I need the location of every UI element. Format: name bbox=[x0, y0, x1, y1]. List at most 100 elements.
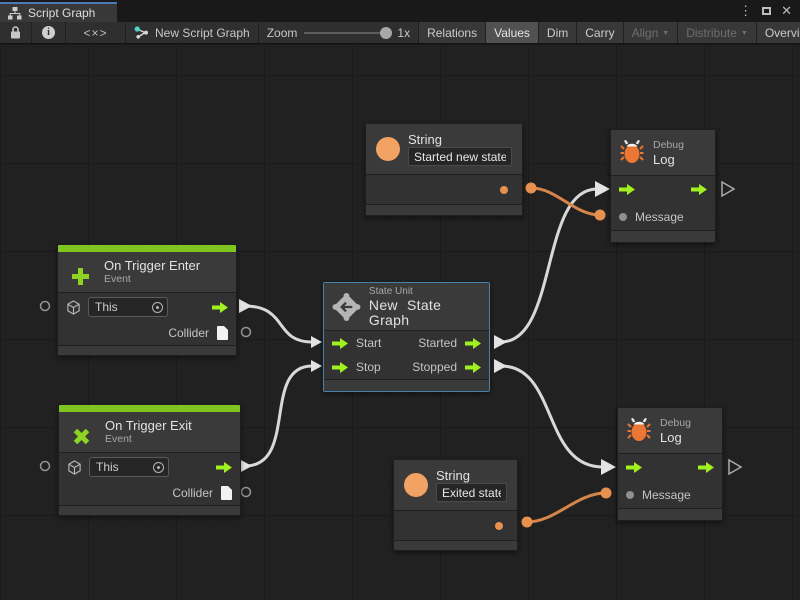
port-debug-top-message-in[interactable] bbox=[594, 209, 606, 221]
port-label: Collider bbox=[168, 326, 209, 340]
port-start-in[interactable] bbox=[311, 336, 322, 348]
node-header: String bbox=[394, 460, 517, 510]
wire-started-to-debug-top[interactable] bbox=[499, 187, 599, 344]
value-in-dot[interactable] bbox=[626, 490, 634, 499]
node-title: New State Graph bbox=[368, 297, 442, 328]
flow-out-arrow-icon[interactable] bbox=[698, 462, 714, 473]
window-tab-bar: Script Graph ⋮ ✕ bbox=[0, 0, 800, 22]
flow-out-arrow-icon[interactable] bbox=[216, 461, 232, 473]
wire-trigger-enter-to-start[interactable] bbox=[243, 304, 314, 344]
flow-out-arrow-icon[interactable] bbox=[691, 184, 707, 195]
align-dropdown[interactable]: Align ▼ bbox=[622, 22, 678, 43]
flow-out-arrow-icon[interactable] bbox=[465, 337, 481, 349]
port-trigger-enter-collider-out[interactable] bbox=[240, 326, 252, 338]
node-string-top[interactable]: String bbox=[365, 123, 523, 216]
carry-button[interactable]: Carry bbox=[576, 22, 623, 43]
event-accent-stripe bbox=[58, 245, 236, 252]
wire-trigger-exit-to-stop[interactable] bbox=[243, 364, 314, 468]
zoom-slider[interactable] bbox=[304, 26, 393, 39]
graph-hierarchy-icon bbox=[8, 6, 22, 19]
tab-script-graph[interactable]: Script Graph bbox=[0, 2, 118, 22]
code-toggle-label: <×> bbox=[83, 25, 108, 40]
event-accent-stripe bbox=[59, 405, 240, 412]
node-debug-log-bottom[interactable]: Debug Log Message bbox=[617, 407, 723, 521]
port-trigger-exit-out[interactable] bbox=[239, 459, 252, 473]
port-stop-in[interactable] bbox=[311, 360, 322, 372]
info-button[interactable]: i bbox=[32, 22, 66, 43]
port-debug-bottom-flow-out[interactable] bbox=[728, 458, 743, 476]
port-label: Collider bbox=[172, 486, 213, 500]
state-unit-icon bbox=[332, 292, 361, 321]
target-port-row: This bbox=[58, 293, 236, 321]
flow-in-arrow-icon[interactable] bbox=[332, 361, 348, 373]
port-debug-top-flow-out[interactable] bbox=[721, 180, 736, 198]
zoom-slider-handle[interactable] bbox=[380, 26, 393, 39]
zoom-label: Zoom bbox=[266, 25, 298, 40]
port-label: Start bbox=[356, 336, 382, 350]
port-string-top-out[interactable] bbox=[525, 182, 537, 194]
string-value-input[interactable] bbox=[408, 147, 512, 166]
flow-out-arrow-icon[interactable] bbox=[465, 361, 481, 373]
flow-out-arrow-icon[interactable] bbox=[212, 301, 228, 313]
value-in-dot[interactable] bbox=[619, 212, 627, 221]
flow-in-arrow-icon[interactable] bbox=[626, 462, 642, 473]
string-value-input[interactable] bbox=[436, 483, 507, 502]
port-debug-bottom-message-in[interactable] bbox=[600, 487, 612, 499]
target-object-field[interactable]: This bbox=[88, 297, 168, 317]
values-button[interactable]: Values bbox=[485, 22, 538, 43]
object-picker-icon[interactable] bbox=[152, 301, 163, 313]
port-trigger-exit-collider-out[interactable] bbox=[240, 486, 252, 498]
port-debug-bottom-flow-in[interactable] bbox=[601, 459, 616, 475]
node-state-unit[interactable]: State Unit New State Graph Start Started… bbox=[323, 282, 490, 392]
relations-button[interactable]: Relations bbox=[418, 22, 486, 43]
graph-name-breadcrumb[interactable]: New Script Graph bbox=[126, 22, 259, 43]
object-picker-icon[interactable] bbox=[153, 461, 164, 473]
flow-port-row bbox=[618, 454, 722, 481]
dim-button[interactable]: Dim bbox=[537, 22, 577, 43]
window-menu-icon[interactable]: ⋮ bbox=[739, 3, 753, 18]
node-port-row bbox=[366, 174, 522, 204]
port-trigger-enter-out[interactable] bbox=[239, 299, 252, 313]
port-string-bottom-out[interactable] bbox=[521, 516, 533, 528]
target-port-row: This bbox=[59, 453, 240, 481]
overview-button[interactable]: Overview bbox=[755, 22, 800, 43]
node-category: State Unit bbox=[368, 286, 413, 297]
node-string-bottom[interactable]: String bbox=[393, 459, 518, 551]
distribute-dropdown[interactable]: Distribute ▼ bbox=[677, 22, 756, 43]
node-on-trigger-exit[interactable]: On Trigger Exit Event This Collider bbox=[58, 404, 241, 516]
value-out-dot[interactable] bbox=[495, 521, 503, 530]
maximize-icon[interactable] bbox=[762, 7, 772, 15]
node-debug-log-top[interactable]: Debug Log Message bbox=[610, 129, 716, 243]
port-started-out[interactable] bbox=[494, 335, 507, 349]
port-label: Started bbox=[418, 336, 457, 350]
wire-string-top-to-message[interactable] bbox=[529, 186, 602, 217]
flow-in-arrow-icon[interactable] bbox=[619, 184, 635, 195]
flow-in-arrow-icon[interactable] bbox=[332, 337, 348, 349]
port-label: Stopped bbox=[412, 360, 457, 374]
zoom-value: 1x bbox=[397, 25, 411, 40]
node-footer bbox=[59, 505, 240, 515]
graph-canvas[interactable]: String Debug Log bbox=[0, 45, 800, 600]
node-on-trigger-enter[interactable]: On Trigger Enter Event This Collider bbox=[57, 244, 237, 356]
state-port-row: Start Started bbox=[324, 331, 489, 355]
lock-button[interactable] bbox=[0, 22, 32, 43]
value-out-dot[interactable] bbox=[500, 185, 508, 194]
port-stopped-out[interactable] bbox=[494, 359, 507, 373]
port-trigger-enter-target-in[interactable] bbox=[39, 300, 51, 312]
port-debug-top-flow-in[interactable] bbox=[595, 181, 610, 197]
node-title: Log bbox=[653, 151, 675, 167]
flow-port-row bbox=[611, 176, 715, 203]
node-category: Debug bbox=[660, 416, 691, 429]
code-preview-toggle[interactable]: <×> bbox=[66, 22, 126, 43]
port-trigger-exit-target-in[interactable] bbox=[39, 460, 51, 472]
close-icon[interactable]: ✕ bbox=[781, 3, 792, 18]
node-header: On Trigger Enter Event bbox=[58, 252, 236, 292]
state-port-row: Stop Stopped bbox=[324, 355, 489, 379]
node-header: Debug Log bbox=[611, 130, 715, 175]
wire-string-bottom-to-message[interactable] bbox=[525, 491, 608, 524]
script-graph-icon bbox=[134, 26, 148, 39]
collider-file-icon bbox=[221, 486, 232, 500]
wire-stopped-to-debug-bottom[interactable] bbox=[499, 364, 605, 469]
collider-port-row: Collider bbox=[58, 321, 236, 345]
target-object-field[interactable]: This bbox=[89, 457, 169, 477]
